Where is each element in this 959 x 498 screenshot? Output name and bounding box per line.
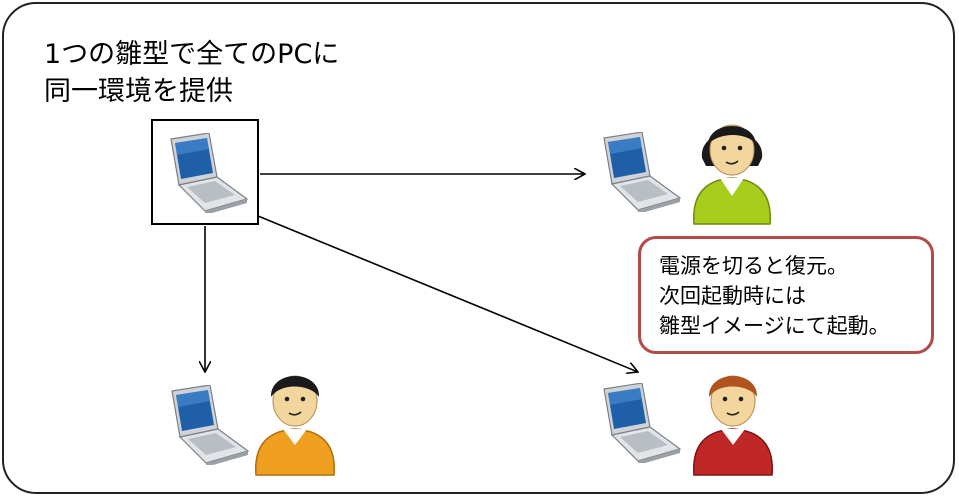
laptop-icon — [171, 385, 250, 465]
person-orange-icon — [255, 375, 335, 476]
restore-callout: 電源を切ると復元。 次回起動時には 雛型イメージにて起動。 — [638, 236, 934, 354]
person-green-icon — [693, 124, 771, 225]
callout-line-1: 電源を切ると復元。 — [659, 254, 848, 278]
person-red-icon — [693, 375, 773, 476]
laptop-icon — [603, 132, 682, 212]
title-line-2: 同一環境を提供 — [44, 76, 233, 107]
arrow-to-bottom-right — [257, 215, 638, 372]
callout-line-3: 雛型イメージにて起動。 — [659, 314, 890, 338]
callout-line-2: 次回起動時には — [659, 284, 806, 308]
laptop-icon — [603, 383, 682, 463]
laptop-icon — [170, 133, 249, 213]
diagram-title: 1つの雛型で全てのPCに 同一環境を提供 — [44, 36, 339, 110]
title-line-1: 1つの雛型で全てのPCに — [44, 39, 340, 70]
